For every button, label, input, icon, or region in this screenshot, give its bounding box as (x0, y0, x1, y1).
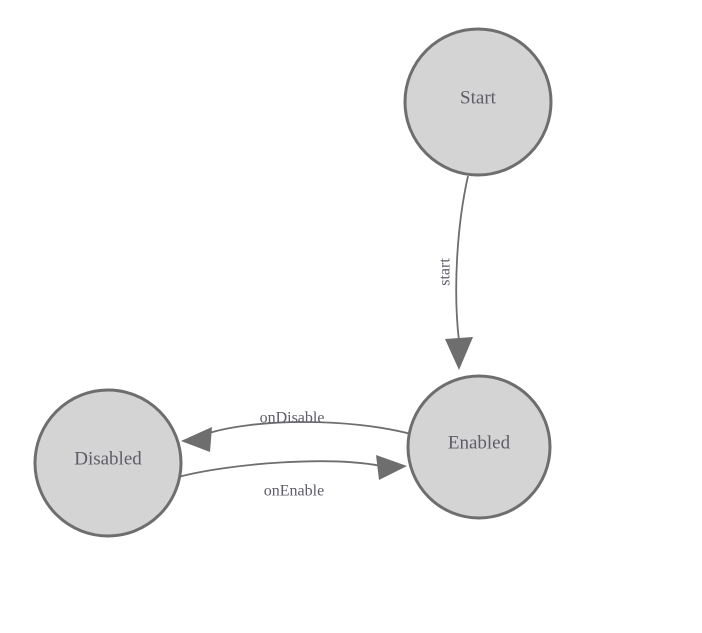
edge-on-enable-line (177, 460, 382, 478)
edge-on-disable-arrowhead-icon (181, 427, 212, 452)
state-node-enabled[interactable]: Enabled (406, 374, 552, 520)
state-node-disabled[interactable]: Disabled (33, 388, 183, 538)
edge-start-label: start (437, 258, 454, 286)
edge-start-line (455, 175, 469, 342)
state-node-start-circle (403, 27, 553, 177)
edge-on-enable-label: onEnable (264, 483, 324, 500)
state-node-enabled-label: Enabled (448, 432, 511, 453)
edge-on-disable-line (205, 421, 412, 435)
edge-on-disable-label: onDisable (260, 410, 325, 427)
edge-start[interactable]: start (437, 175, 473, 370)
state-node-start[interactable]: Start (403, 27, 553, 177)
state-node-disabled-label: Disabled (74, 448, 142, 469)
edge-start-arrowhead-icon (445, 337, 473, 370)
edge-on-disable[interactable]: onDisable (181, 410, 412, 452)
state-node-start-label: Start (460, 87, 497, 108)
edge-on-enable-arrowhead-icon (376, 455, 407, 480)
state-node-disabled-circle (33, 388, 183, 538)
state-node-enabled-circle (406, 374, 552, 520)
edge-on-enable[interactable]: onEnable (177, 455, 407, 500)
